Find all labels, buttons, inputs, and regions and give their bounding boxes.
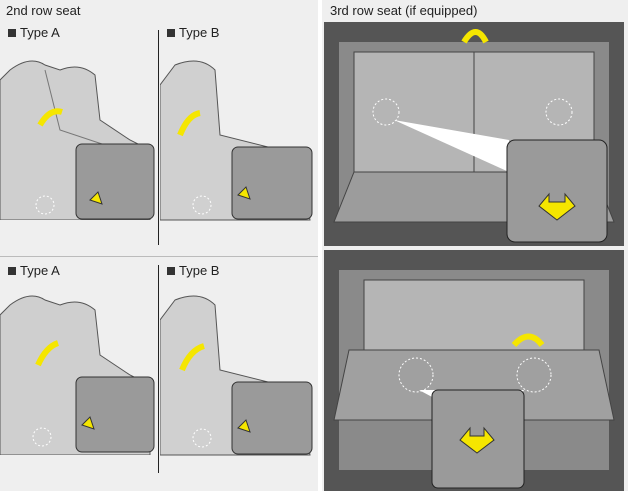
seat-illustration-type-b-top (160, 60, 313, 221)
seat-illustration-type-a-bottom (0, 295, 155, 455)
third-row-illustration-top (324, 22, 624, 246)
row-divider (0, 256, 318, 257)
seat-illustration-type-a-top (0, 60, 155, 220)
type-a-label-top: Type A (8, 25, 60, 40)
third-row-title: 3rd row seat (if equipped) (330, 3, 478, 18)
second-row-title: 2nd row seat (6, 3, 81, 18)
third-row-illustration-bottom (324, 250, 624, 491)
divider-top (158, 30, 159, 245)
type-b-label-top: Type B (167, 25, 219, 40)
divider-bottom (158, 265, 159, 473)
seat-illustration-type-b-bottom (160, 295, 313, 456)
type-a-label-bottom: Type A (8, 263, 60, 278)
type-b-label-bottom: Type B (167, 263, 219, 278)
